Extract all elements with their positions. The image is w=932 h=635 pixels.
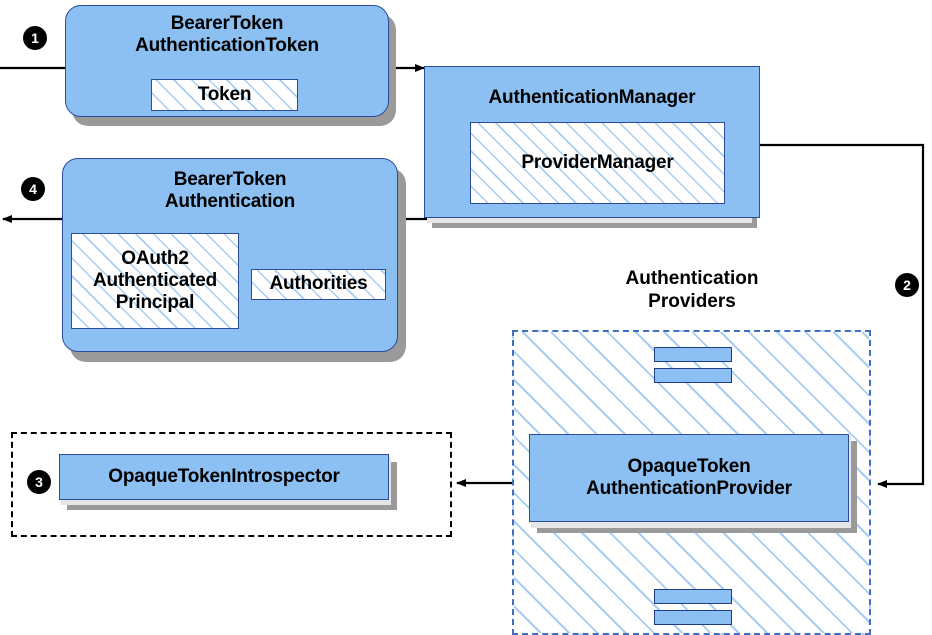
title-line-1: OpaqueToken bbox=[627, 455, 751, 477]
opaque-token-authentication-provider-box[interactable]: OpaqueToken AuthenticationProvider bbox=[529, 434, 849, 522]
step-badge-2: 2 bbox=[895, 273, 919, 297]
title-line-2: Authentication bbox=[164, 191, 296, 213]
title-line-2: AuthenticationProvider bbox=[586, 478, 792, 499]
authorities-label: Authorities bbox=[269, 273, 368, 295]
step-badge-1: 1 bbox=[23, 26, 47, 50]
provider-manager-box[interactable]: ProviderManager bbox=[470, 122, 725, 204]
provider-stack-bar-top-1 bbox=[654, 347, 732, 362]
token-child-label: Token bbox=[197, 83, 252, 105]
providers-label-line-1: Authentication bbox=[625, 268, 759, 289]
title-line-1: BearerToken bbox=[170, 13, 284, 34]
authentication-providers-label: Authentication Providers bbox=[572, 268, 812, 314]
principal-line-1: OAuth2 bbox=[121, 247, 189, 269]
principal-line-3: Principal bbox=[115, 292, 195, 314]
token-child-box[interactable]: Token bbox=[151, 79, 298, 111]
authorities-box[interactable]: Authorities bbox=[251, 269, 386, 300]
provider-stack-bar-top-2 bbox=[654, 368, 732, 383]
opaque-token-authentication-provider-title: OpaqueToken AuthenticationProvider bbox=[586, 456, 792, 501]
bearer-token-authentication-title: BearerToken Authentication bbox=[165, 169, 295, 214]
authentication-manager-title: AuthenticationManager bbox=[488, 87, 696, 108]
provider-manager-label: ProviderManager bbox=[521, 151, 674, 173]
provider-stack-bar-bottom-2 bbox=[654, 610, 732, 625]
title-line-1: BearerToken bbox=[173, 169, 287, 190]
providers-label-line-2: Providers bbox=[648, 290, 736, 312]
provider-stack-bar-bottom-1 bbox=[654, 589, 732, 604]
step-badge-4: 4 bbox=[21, 177, 45, 201]
title-line-2: AuthenticationToken bbox=[135, 35, 319, 57]
opaque-token-introspector-title: OpaqueTokenIntrospector bbox=[108, 465, 340, 487]
bearer-token-authentication-token-title: BearerToken AuthenticationToken bbox=[135, 13, 319, 58]
step-badge-3: 3 bbox=[27, 470, 51, 494]
oauth2-authenticated-principal-box[interactable]: OAuth2 Authenticated Principal bbox=[71, 233, 239, 329]
principal-line-2: Authenticated bbox=[92, 269, 218, 291]
opaque-token-introspector-box[interactable]: OpaqueTokenIntrospector bbox=[59, 454, 389, 500]
oauth2-authenticated-principal-label: OAuth2 Authenticated Principal bbox=[93, 248, 217, 314]
